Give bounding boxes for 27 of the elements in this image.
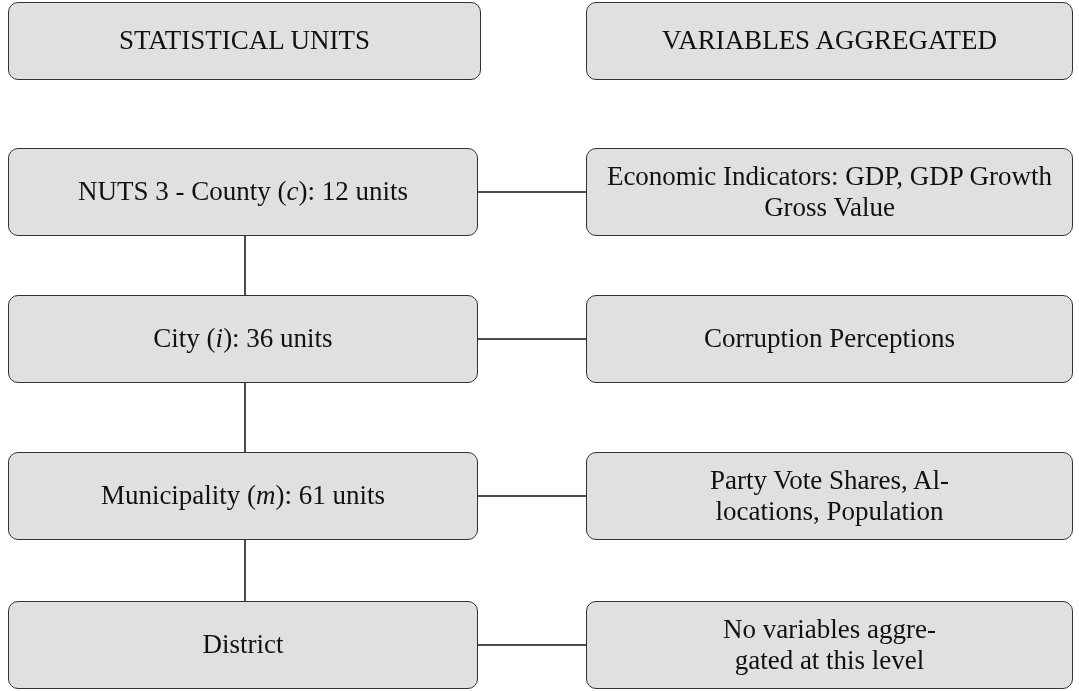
- unit-box: [8, 452, 478, 540]
- box-label: District: [202, 629, 284, 661]
- box-label: STATISTICAL UNITS: [118, 25, 371, 57]
- box-label: Economic Indicators: GDP, GDP Growth Gross Value: [605, 160, 1054, 224]
- box-label: City (i): 36 units: [153, 323, 333, 355]
- unit-box: [8, 295, 478, 383]
- header-box: [586, 2, 1073, 80]
- connector-line: [244, 235, 246, 296]
- box-label: Party Vote Shares, Al- locations, Population: [709, 464, 950, 528]
- connector-line: [477, 644, 587, 646]
- variable-box: [586, 295, 1073, 383]
- connector-line: [477, 338, 587, 340]
- variable-box: [586, 148, 1073, 236]
- box-label: Municipality (m): 61 units: [100, 480, 386, 512]
- box-label: Corruption Perceptions: [703, 323, 956, 355]
- box-label: NUTS 3 - County (c): 12 units: [78, 176, 408, 208]
- box-label: No variables aggre- gated at this level: [722, 613, 937, 677]
- box-label: VARIABLES AGGREGATED: [662, 25, 997, 57]
- variable-box: [586, 601, 1073, 689]
- connector-line: [477, 495, 587, 497]
- unit-box: [8, 601, 478, 689]
- connector-line: [244, 382, 246, 453]
- header-box: [8, 2, 481, 80]
- variable-box: [586, 452, 1073, 540]
- unit-box: [8, 148, 478, 236]
- connector-line: [244, 539, 246, 602]
- connector-line: [477, 191, 587, 193]
